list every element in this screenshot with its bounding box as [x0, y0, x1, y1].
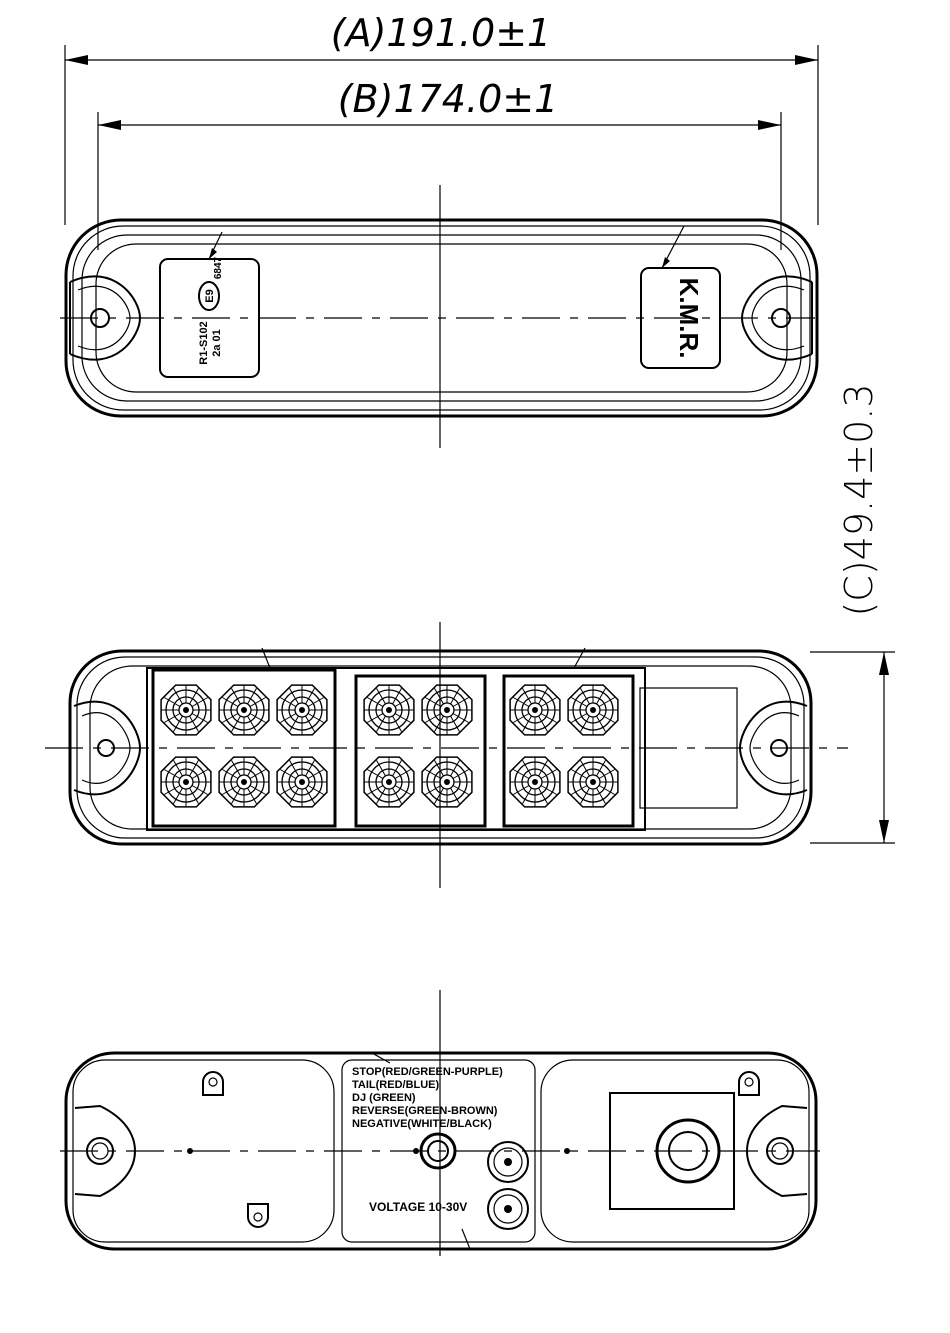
approval-code-1: R1-S102	[198, 321, 210, 364]
brand-label: K.M.R.	[674, 278, 704, 359]
wiring-stop: STOP(RED/GREEN-PURPLE)	[352, 1066, 503, 1078]
led-4	[218, 756, 270, 808]
led-7	[363, 684, 415, 736]
led-1	[160, 684, 212, 736]
date-wheel-2	[487, 1188, 529, 1230]
led-11	[509, 684, 561, 736]
mounting-slot-3	[738, 1071, 760, 1096]
led-6	[276, 756, 328, 808]
mounting-slot-2	[247, 1203, 269, 1228]
approval-label: R1-S102 2a 01 E9 6847	[198, 256, 224, 365]
led-2	[160, 756, 212, 808]
voltage-label: VOLTAGE 10-30V	[369, 1200, 467, 1214]
dimension-a: (A)191.0±1	[64, 11, 819, 225]
mounting-slot-1	[202, 1071, 224, 1096]
led-10	[421, 756, 473, 808]
bottom-view: STOP(RED/GREEN-PURPLE) TAIL(RED/BLUE) DJ…	[60, 990, 820, 1256]
front-view	[45, 622, 848, 888]
dimension-a-label: (A)191.0±1	[331, 11, 551, 55]
led-3	[218, 684, 270, 736]
led-14	[567, 756, 619, 808]
top-view: R1-S102 2a 01 E9 6847 K.M.R.	[60, 185, 819, 448]
led-array	[160, 684, 619, 808]
dimension-b-label: (B)174.0±1	[338, 77, 559, 121]
approval-number: 6847	[213, 256, 224, 279]
led-9	[421, 684, 473, 736]
dimension-c-label: (C)49.4±0.3	[837, 383, 881, 616]
led-13	[567, 684, 619, 736]
led-5	[276, 684, 328, 736]
wiring-negative: NEGATIVE(WHITE/BLACK)	[352, 1118, 492, 1130]
dimension-b: (B)174.0±1	[97, 77, 782, 250]
led-8	[363, 756, 415, 808]
approval-code-2: 2a 01	[211, 329, 223, 357]
date-wheel-1	[487, 1141, 529, 1183]
approval-mark: E9	[204, 289, 216, 302]
led-12	[509, 756, 561, 808]
wiring-dj: DJ (GREEN)	[352, 1092, 416, 1104]
wiring-reverse: REVERSE(GREEN-BROWN)	[352, 1105, 498, 1117]
wiring-tail: TAIL(RED/BLUE)	[352, 1079, 440, 1091]
dimension-c: (C)49.4±0.3	[810, 383, 895, 844]
